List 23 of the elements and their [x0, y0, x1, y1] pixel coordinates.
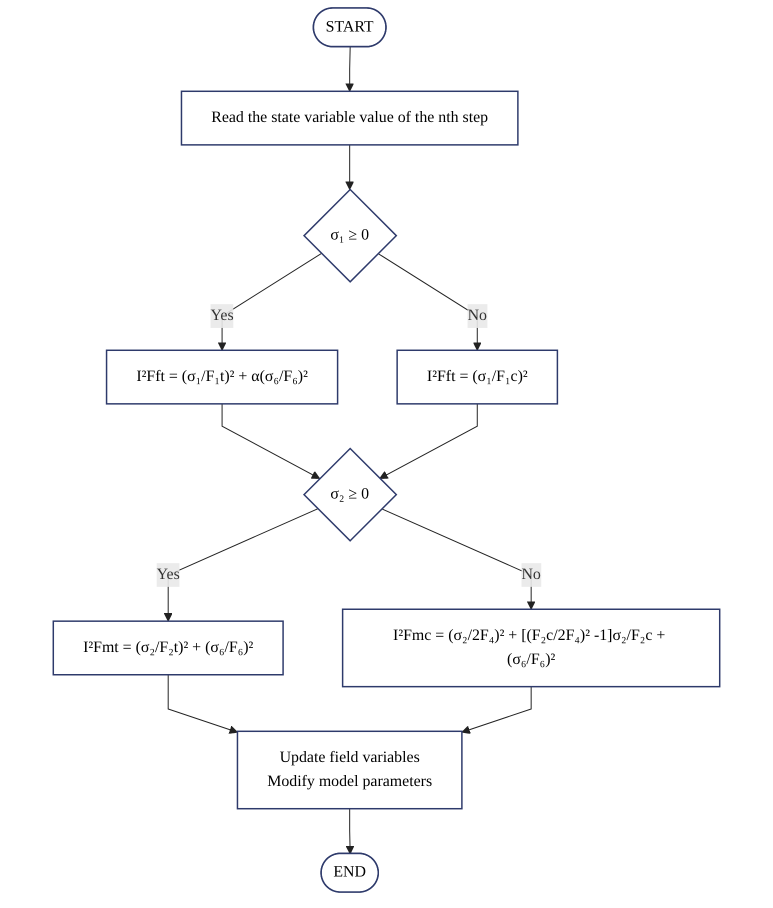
arrow — [164, 508, 318, 622]
edge-label: Yes — [156, 566, 180, 583]
edge-label: Yes — [210, 307, 234, 324]
node-box: I²Fft = (σ₁/F₁c)² — [396, 350, 558, 405]
node-box: I²Fmc = (σ₂/2F₄)² + [(F₂c/2F₄)² -1]σ₂/F₂c + (σ₆/F₆)² — [342, 608, 720, 688]
edge-label: No — [468, 307, 487, 324]
arrow — [222, 403, 320, 479]
node-diamond: σ₂ ≥ 0 — [302, 447, 398, 542]
node-box: I²Fft = (σ₁/F₁t)² + α(σ₆/F₆)² — [106, 350, 338, 405]
edge-label: No — [521, 566, 541, 583]
arrow — [377, 253, 482, 351]
node-box: I²Fmt = (σ₂/F₂t)² + (σ₆/F₆)² — [52, 620, 284, 676]
arrow — [345, 144, 354, 190]
node-box: Read the state variable value of the nth step — [180, 90, 519, 146]
arrow — [462, 686, 532, 734]
arrow — [346, 808, 354, 854]
arrow — [218, 253, 322, 351]
arrow — [379, 403, 478, 479]
arrow — [345, 46, 354, 92]
node-diamond: σ₁ ≥ 0 — [302, 188, 398, 283]
arrow — [168, 674, 238, 734]
arrow — [381, 508, 536, 610]
node-box: Update field variables Modify model parameters — [236, 730, 463, 810]
